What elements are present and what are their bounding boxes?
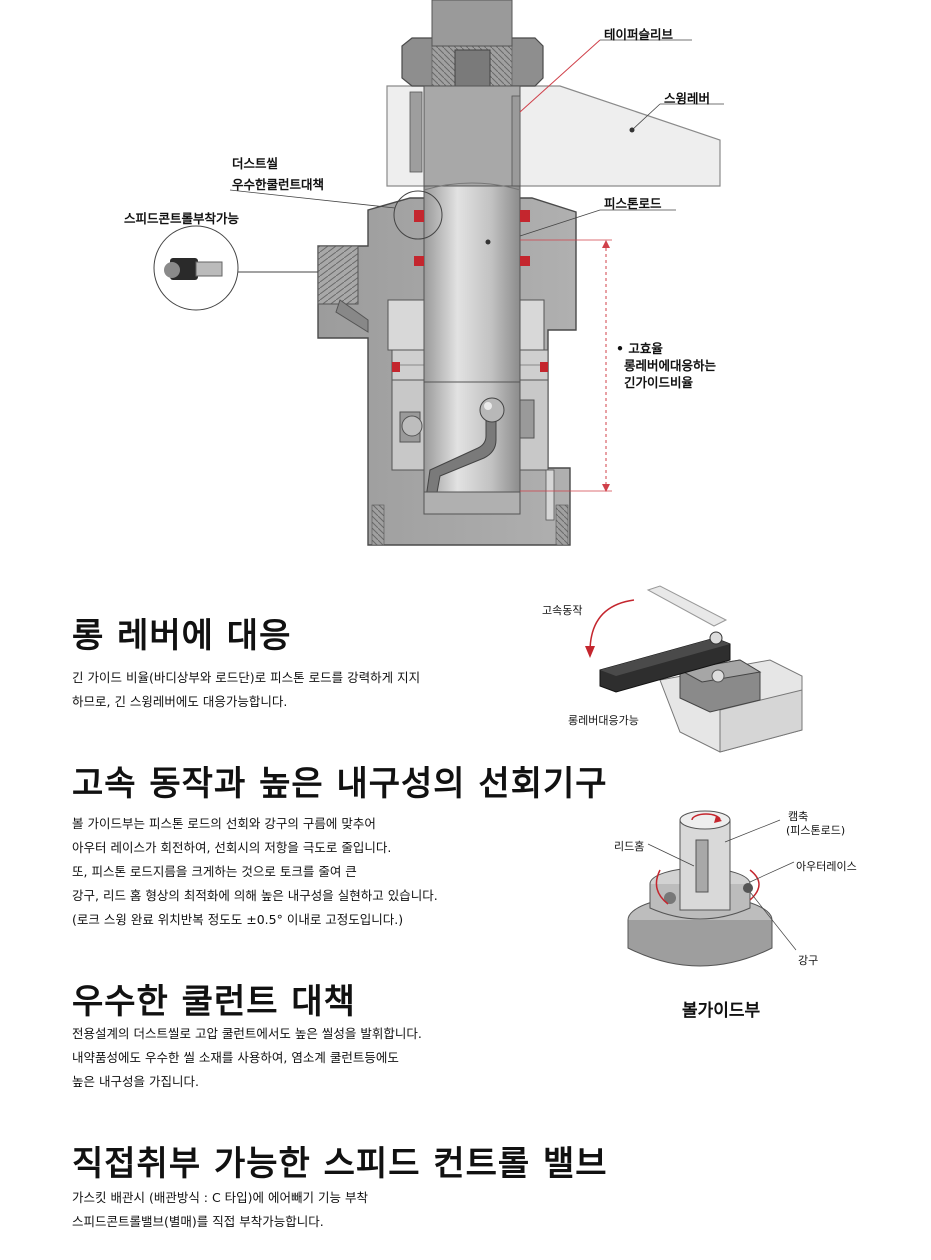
section-4-line: 스피드콘트롤밸브(별매)를 직접 부착가능합니다. — [72, 1214, 324, 1229]
section-1-line: 하므로, 긴 스윙레버에도 대응가능합니다. — [72, 694, 288, 709]
cross-section-drawing — [153, 0, 724, 546]
section-3-heading: 우수한 쿨런트 대책 — [72, 982, 356, 1022]
section-2-line: 볼 가이드부는 피스톤 로드의 선회와 강구의 구름에 맞추어 — [72, 816, 376, 831]
section-1-body: 긴 가이드 비율(바디상부와 로드단)로 피스톤 로드를 강력하게 지지 하므로… — [72, 666, 420, 714]
label-dust-seal: 더스트씰 — [232, 156, 279, 171]
label-speed-control: 스피드콘트롤부착가능 — [124, 211, 240, 226]
long-lever-figure: 고속동작 롱레버대응가능 — [530, 580, 810, 760]
ball-guide-drawing — [627, 810, 797, 967]
ball-guide-figure: 캠축 (피스톤로드) 리드홈 아우터레이스 강구 볼가이드부 — [600, 800, 900, 1030]
section-2-body: 볼 가이드부는 피스톤 로드의 선회와 강구의 구름에 맞추어 아우터 레이스가… — [72, 812, 438, 932]
section-2-heading: 고속 동작과 높은 내구성의 선회기구 — [72, 764, 608, 804]
section-2-line: (로크 스윙 완료 위치반복 정도도 ±0.5° 이내로 고정도입니다.) — [72, 912, 404, 927]
label-guide-ratio-1: • 고효율 — [616, 341, 663, 356]
cross-section-diagram: 테이퍼슬리브 스윙레버 더스트씰 우수한쿨런트대책 스피드콘트롤부착가능 피스톤… — [0, 0, 931, 560]
section-1-heading: 롱 레버에 대응 — [72, 616, 292, 656]
section-3-body: 전용설계의 더스트씰로 고압 쿨런트에서도 높은 씰성을 발휘합니다. 내약품성… — [72, 1022, 422, 1094]
label-steel-ball: 강구 — [798, 954, 819, 967]
section-2-line: 또, 피스톤 로드지름을 크게하는 것으로 토크를 줄여 큰 — [72, 864, 357, 879]
dust-seal-right — [520, 210, 530, 222]
label-taper-sleeve: 테이퍼슬리브 — [604, 27, 674, 42]
label-high-speed: 고속동작 — [542, 604, 583, 617]
label-cam-shaft-2: (피스톤로드) — [786, 824, 846, 837]
section-3-line: 내약품성에도 우수한 씰 소재를 사용하여, 염소계 쿨런트등에도 — [72, 1050, 399, 1065]
label-piston-rod: 피스톤로드 — [604, 196, 662, 211]
piston-rod — [423, 185, 521, 383]
label-long-lever: 롱레버대응가능 — [568, 714, 639, 727]
dust-seal-callout-circle — [393, 190, 443, 240]
steel-ball — [479, 397, 505, 423]
long-lever-drawing — [585, 585, 803, 753]
section-2-line: 강구, 리드 홈 형상의 최적화에 의해 높은 내구성을 실현하고 있습니다. — [72, 888, 438, 903]
section-4-body: 가스킷 배관시 (배관방식 : C 타입)에 에어빼기 기능 부착 스피드콘트롤… — [72, 1186, 368, 1234]
label-outer-race: 아우터레이스 — [796, 860, 857, 873]
section-3-line: 높은 내구성을 가집니다. — [72, 1074, 199, 1089]
label-cam-shaft-1: 캠축 — [788, 810, 809, 823]
section-2-line: 아우터 레이스가 회전하여, 선회시의 저항을 극도로 줄입니다. — [72, 840, 392, 855]
section-4-line: 가스킷 배관시 (배관방식 : C 타입)에 에어빼기 기능 부착 — [72, 1190, 368, 1205]
section-1-line: 긴 가이드 비율(바디상부와 로드단)로 피스톤 로드를 강력하게 지지 — [72, 670, 421, 685]
label-guide-ratio-2: 롱레버에대응하는 — [624, 358, 717, 373]
ball-guide-caption: 볼가이드부 — [682, 1001, 761, 1021]
section-3-line: 전용설계의 더스트씰로 고압 쿨런트에서도 높은 씰성을 발휘합니다. — [72, 1026, 422, 1041]
label-lead-groove: 리드홈 — [614, 840, 645, 853]
label-swing-lever: 스윙레버 — [664, 91, 711, 106]
label-coolant-measure: 우수한쿨런트대책 — [232, 177, 325, 192]
label-guide-ratio-3: 긴가이드비율 — [624, 375, 694, 390]
dust-seal-left — [414, 210, 424, 222]
section-4-heading: 직접취부 가능한 스피드 컨트롤 밸브 — [72, 1144, 608, 1184]
